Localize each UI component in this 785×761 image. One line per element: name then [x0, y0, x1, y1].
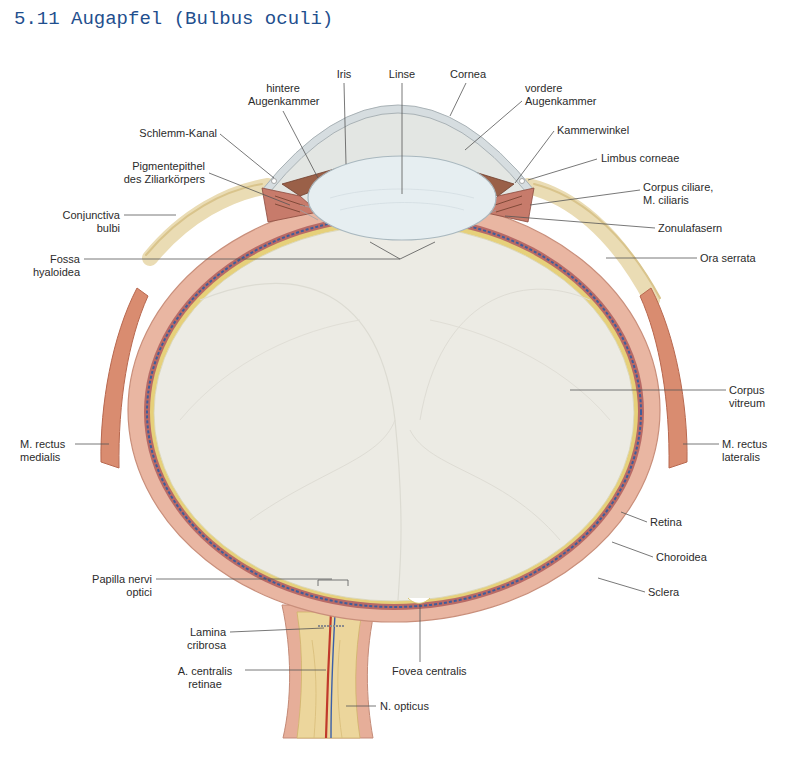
- leader-line: [283, 111, 318, 178]
- part-label: Conjunctiva bulbi: [58, 209, 120, 235]
- optic-nerve: [282, 605, 376, 738]
- leader-line: [209, 173, 290, 205]
- part-label: M. rectus medialis: [20, 438, 72, 464]
- leader-line: [230, 628, 324, 632]
- part-label: Papilla nervi optici: [92, 573, 152, 599]
- part-label: Ora serrata: [700, 252, 756, 265]
- leader-line: [75, 444, 109, 445]
- part-label: A. centralis retinae: [174, 665, 236, 691]
- part-label: Sclera: [648, 586, 679, 599]
- anterior-segment: [272, 179, 277, 184]
- leader-line: [220, 134, 274, 178]
- leader-line: [683, 444, 719, 445]
- leader-line: [450, 83, 466, 116]
- leader-line: [420, 604, 421, 662]
- part-label: Linse: [389, 68, 415, 81]
- optic-nerve: [318, 625, 344, 627]
- leader-line: [465, 101, 522, 150]
- globe: [147, 217, 641, 607]
- leader-line: [530, 190, 640, 205]
- part-label: Corpus vitreum: [729, 384, 774, 410]
- part-label: Corpus ciliare, M. ciliaris: [643, 181, 725, 207]
- leader-line: [346, 706, 376, 707]
- leader-line: [515, 131, 554, 183]
- leader-line: [75, 83, 726, 706]
- leader-line: [598, 578, 645, 592]
- leader-line: [124, 215, 176, 216]
- part-label: Fossa hyaloidea: [28, 253, 80, 279]
- optic-nerve: [282, 605, 376, 738]
- part-label: Iris: [337, 68, 352, 81]
- part-label: Fovea centralis: [392, 665, 467, 678]
- leader-line: [84, 242, 435, 259]
- globe: [200, 283, 401, 600]
- leader-line: [612, 542, 653, 557]
- part-label: hintere Augenkammer: [248, 82, 318, 108]
- leader-line: [528, 159, 597, 180]
- part-label: Zonulafasern: [658, 222, 722, 235]
- part-label: Schlemm-Kanal: [139, 127, 217, 140]
- leader-line: [344, 83, 346, 164]
- leader-line: [402, 83, 403, 194]
- leader-line: [606, 258, 697, 259]
- optic-nerve: [331, 614, 335, 738]
- globe: [150, 220, 638, 604]
- figure-title: 5.11 Augapfel (Bulbus oculi): [14, 7, 333, 31]
- part-label: Lamina cribrosa: [178, 626, 226, 652]
- globe: [180, 320, 610, 420]
- part-label: Cornea: [450, 68, 486, 81]
- leader-line: [505, 216, 655, 228]
- leader-line: [570, 390, 726, 391]
- part-label: M. rectus lateralis: [722, 438, 774, 464]
- leader-line: [245, 670, 326, 671]
- globe: [250, 289, 590, 540]
- optic-nerve: [326, 612, 331, 738]
- part-label: Kammerwinkel: [557, 124, 629, 137]
- anterior-segment: [520, 179, 525, 184]
- part-label: vordere Augenkammer: [525, 82, 597, 108]
- part-label: Pigmentepithel des Ziliarkörpers: [113, 160, 205, 186]
- optic-nerve: [297, 612, 362, 738]
- globe: [128, 198, 660, 622]
- globe: [408, 598, 430, 603]
- part-label: Choroidea: [656, 551, 707, 564]
- globe: [154, 225, 634, 601]
- globe: [128, 198, 660, 622]
- globe: [144, 214, 644, 610]
- leader-line: [621, 512, 647, 522]
- part-label: Retina: [650, 516, 682, 529]
- part-label: Limbus corneae: [601, 152, 679, 165]
- part-label: N. opticus: [380, 700, 429, 713]
- leader-line: [156, 579, 348, 586]
